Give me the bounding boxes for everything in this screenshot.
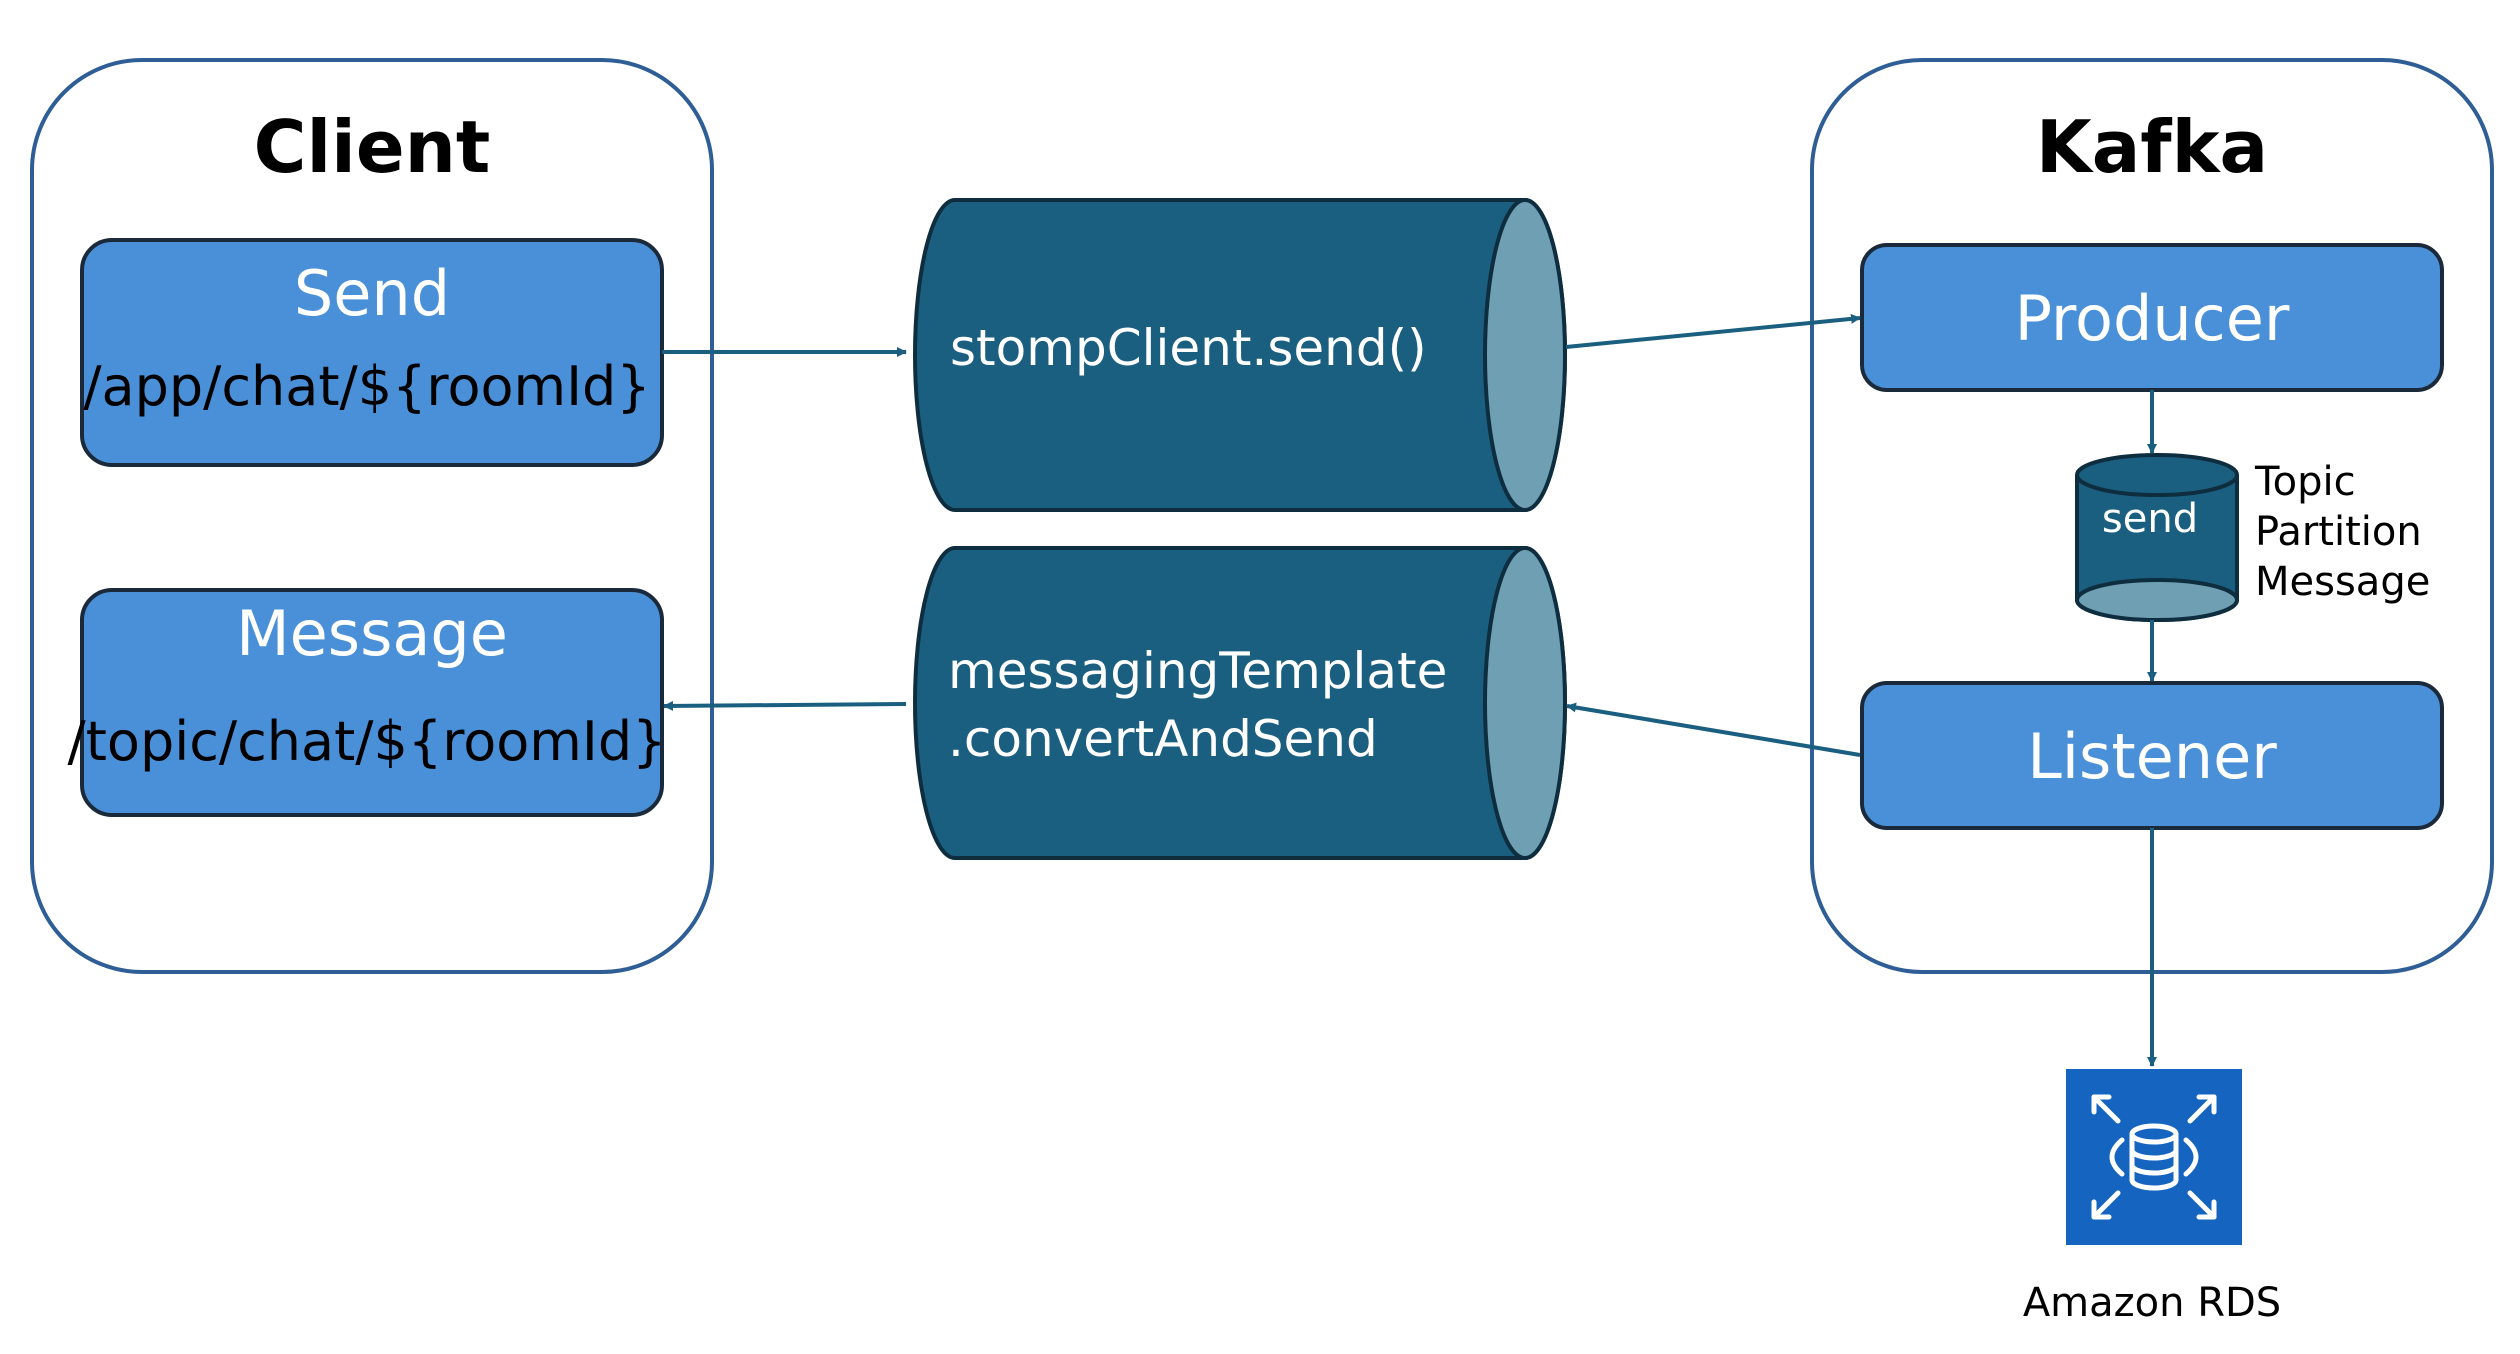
message-box[interactable]: Message /topic/chat/${roomId} xyxy=(68,588,667,817)
producer-box[interactable]: Producer xyxy=(1860,243,2444,392)
flow-arrows xyxy=(662,313,2157,1067)
convert-send-label-line1: messagingTemplate xyxy=(948,642,1447,700)
amazon-rds-label: Amazon RDS xyxy=(2023,1280,2281,1326)
send-box-label: Send xyxy=(294,257,450,330)
message-box-path: /topic/chat/${roomId} xyxy=(68,710,667,773)
send-cylinder-label: send xyxy=(2102,496,2198,542)
listener-label: Listener xyxy=(2027,720,2277,793)
topic-note: Topic Partition Message xyxy=(2254,459,2430,605)
listener-box[interactable]: Listener xyxy=(1860,681,2444,830)
producer-label: Producer xyxy=(2015,282,2290,355)
stomp-send-label: stompClient.send() xyxy=(950,319,1427,377)
amazon-rds-icon xyxy=(2066,1069,2242,1245)
stomp-to-producer-arrow xyxy=(1565,313,1861,349)
client-container: Client xyxy=(30,58,714,974)
client-title: Client xyxy=(254,105,491,189)
partition-note-line: Partition xyxy=(2255,509,2422,555)
message-box-label: Message xyxy=(236,597,508,670)
convert-and-send-pipe: messagingTemplate .convertAndSend xyxy=(913,546,1567,860)
send-box-path: /app/chat/${roomId} xyxy=(83,355,650,418)
message-note-line: Message xyxy=(2255,559,2430,605)
send-box[interactable]: Send /app/chat/${roomId} xyxy=(80,238,664,467)
send-cylinder: send xyxy=(2075,453,2239,622)
convert-to-message-arrow xyxy=(663,700,907,711)
listener-to-convert-arrow xyxy=(1566,702,1861,757)
convert-send-label-line2: .convertAndSend xyxy=(948,710,1378,768)
topic-note-line: Topic xyxy=(2254,459,2356,505)
stomp-send-pipe: stompClient.send() xyxy=(913,198,1567,512)
kafka-title: Kafka xyxy=(2036,105,2268,189)
